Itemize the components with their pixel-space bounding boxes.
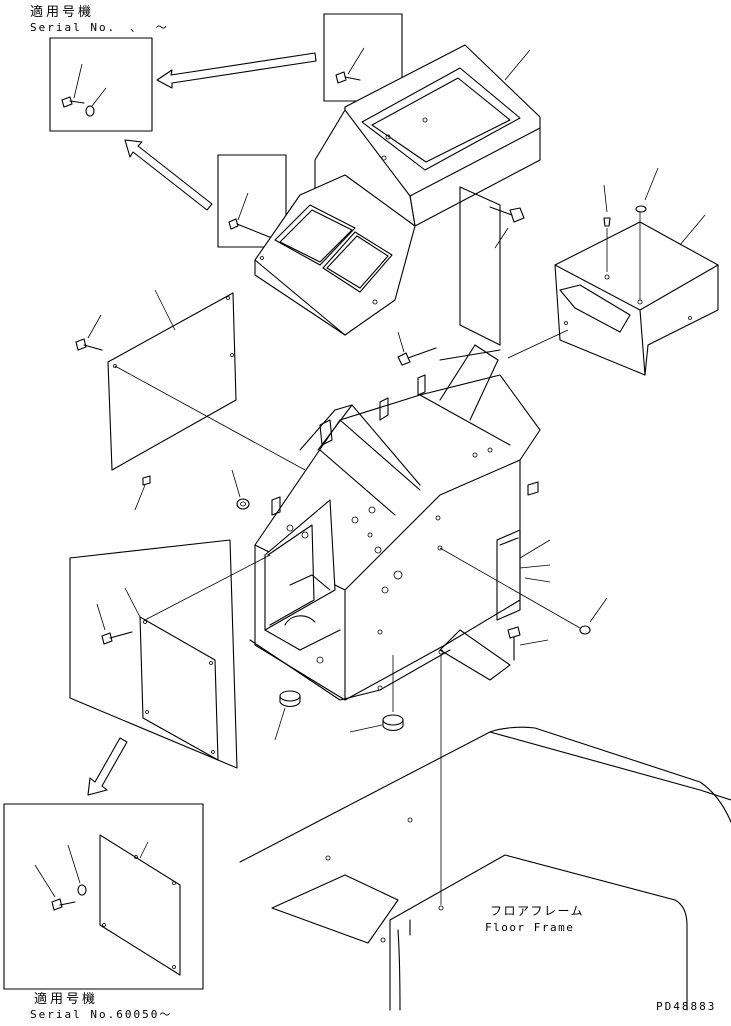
console-cover [254,44,541,336]
header-serial-prefix: Serial No. [30,21,116,34]
nut-frame-left [231,469,250,510]
leader-console [504,49,531,81]
plug-right [439,547,608,635]
arrow-to-inset-2 [124,139,213,211]
floor-frame-label-en: Floor Frame [485,921,574,934]
bolt-left-panel [75,314,103,351]
inset-box-lower-left [3,803,204,990]
bolt-frame-top [397,331,437,366]
header-title-jp: 適用号機 [30,4,94,20]
grommet-right [349,655,404,733]
floor-frame [239,655,731,1011]
bolt-center-top [489,206,525,249]
bracket-plate [459,186,501,346]
right-cover [507,167,719,376]
main-frame [249,344,551,701]
inset-box-top-bolt [323,13,403,102]
floor-frame-label-jp: フロアフレーム [490,904,584,918]
arrow-to-lower-inset [87,737,128,796]
bolt-lower-right [439,626,549,681]
left-side-panel [107,289,306,511]
arrow-to-inset-1 [156,52,317,89]
inset-cover-plate [69,539,271,769]
grommet-left [274,690,301,741]
footer-title-jp: 適用号機 [34,991,98,1007]
inset-box-top-left [49,37,153,132]
footer-serial-text: Serial No.60050〜 [30,1008,172,1021]
header-serial-range: 、 〜 [130,21,171,34]
drawing-code: PD48883 [656,1000,716,1013]
